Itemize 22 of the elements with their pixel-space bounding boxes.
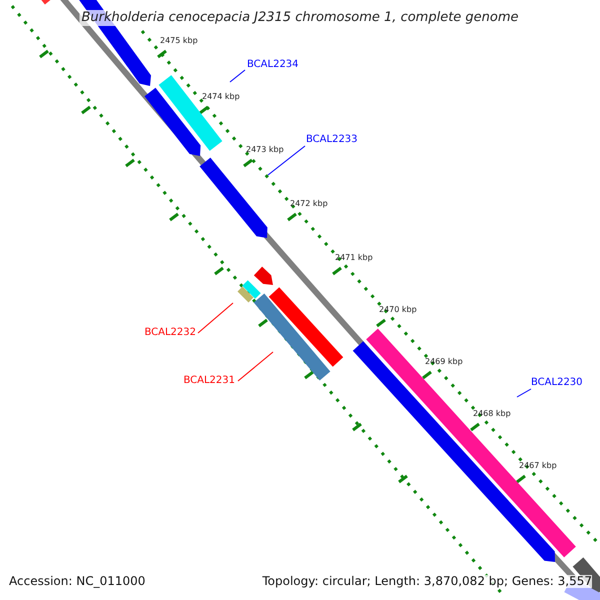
leader-line — [268, 146, 306, 176]
scale-label: 2472 kbp — [290, 200, 328, 209]
scale-label: 2473 kbp — [246, 146, 284, 155]
gene-label: BCAL2230 — [531, 377, 583, 388]
leader-line — [230, 70, 246, 82]
leader-line — [198, 302, 234, 334]
title: Burkholderia cenocepacia J2315 chromosome 1, complete genome — [79, 10, 521, 26]
gene-label: BCAL2233 — [306, 134, 358, 145]
scale-label: 2469 kbp — [425, 358, 463, 367]
scale-label: 2470 kbp — [379, 306, 417, 315]
gene-label: BCAL2234 — [247, 59, 299, 70]
scale-label: 2468 kbp — [473, 410, 511, 419]
gene-label: BCAL2232 — [144, 327, 196, 338]
leader-line — [516, 388, 532, 398]
genome-info-text: Topology: circular; Length: 3,870,082 bp; Genes: 3,557 — [262, 575, 592, 588]
scale-label: 2475 kbp — [160, 37, 198, 46]
leader-line — [238, 352, 274, 382]
accession-text: Accession: NC_011000 — [9, 575, 146, 588]
scale-label: 2467 kbp — [519, 462, 557, 471]
scale-label: 2471 kbp — [335, 254, 373, 263]
gene-label: BCAL2231 — [183, 375, 235, 386]
scale-label: 2474 kbp — [202, 93, 240, 102]
